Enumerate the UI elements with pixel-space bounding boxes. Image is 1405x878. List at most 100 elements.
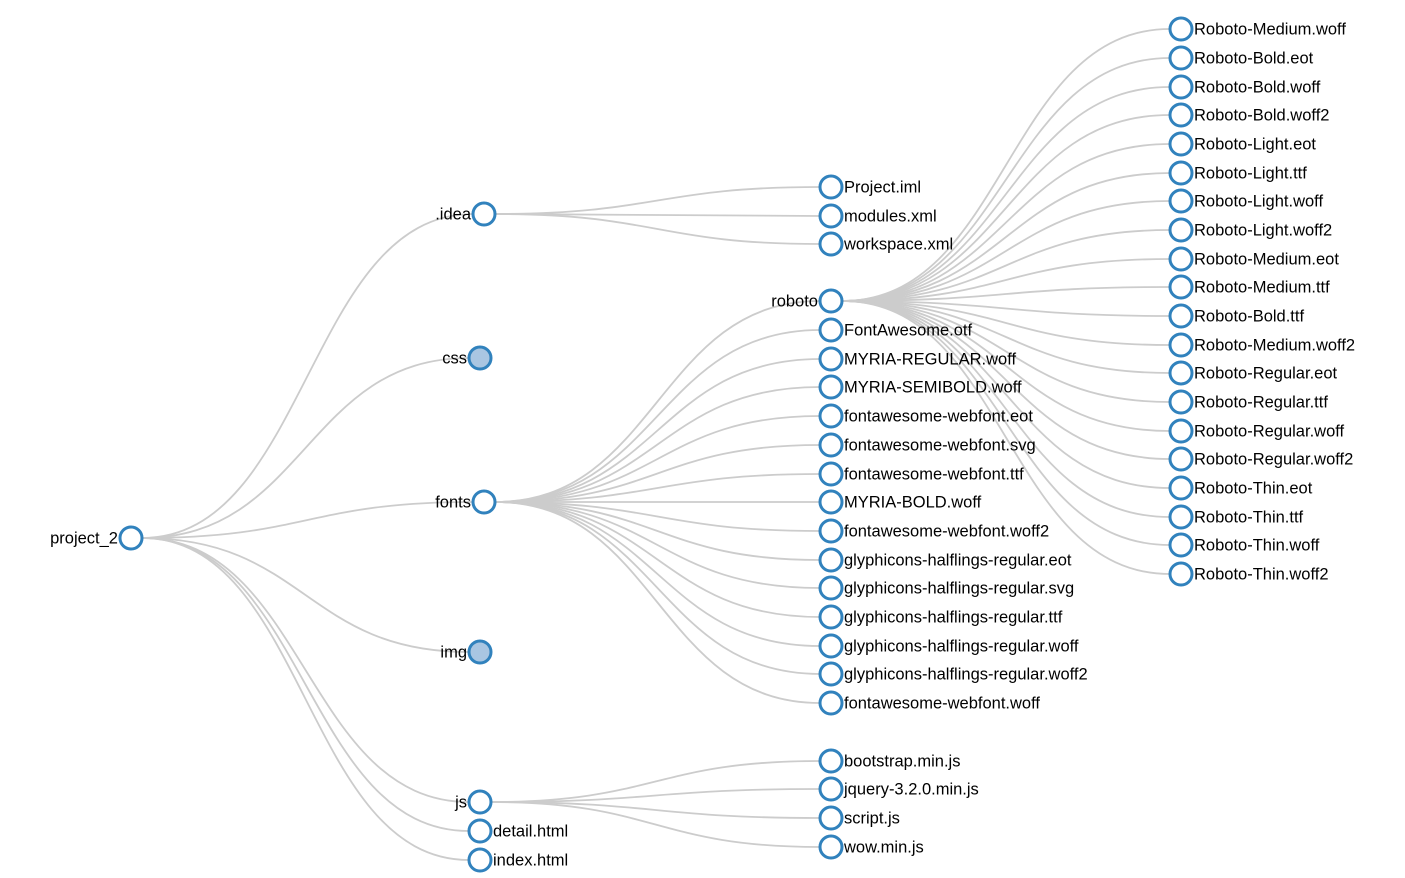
tree-node-fonts[interactable]: fonts (435, 489, 497, 515)
expanded-node-circle[interactable] (818, 748, 844, 774)
expanded-node-circle[interactable] (1168, 446, 1194, 472)
tree-node-fontawesome-webfont.woff2[interactable]: fontawesome-webfont.woff2 (818, 518, 1049, 544)
expanded-node-circle[interactable] (1168, 45, 1194, 71)
tree-node-FontAwesome.otf[interactable]: FontAwesome.otf (818, 317, 973, 343)
tree-node-Roboto-Regular.ttf[interactable]: Roboto-Regular.ttf (1168, 389, 1328, 415)
expanded-node-circle[interactable] (818, 547, 844, 573)
expanded-node-circle[interactable] (1168, 217, 1194, 243)
tree-node-Roboto-Bold.eot[interactable]: Roboto-Bold.eot (1168, 45, 1314, 71)
tree-node-Roboto-Thin.eot[interactable]: Roboto-Thin.eot (1168, 475, 1313, 501)
tree-node-bootstrap.min.js[interactable]: bootstrap.min.js (818, 748, 960, 774)
tree-node-jquery-3.2.0.min.js[interactable]: jquery-3.2.0.min.js (818, 776, 979, 802)
expanded-node-circle[interactable] (1168, 303, 1194, 329)
expanded-node-circle[interactable] (118, 525, 144, 551)
tree-node-img[interactable]: img (440, 639, 493, 665)
tree-node-fontawesome-webfont.eot[interactable]: fontawesome-webfont.eot (818, 403, 1033, 429)
tree-node-glyphicons-halflings-regular.svg[interactable]: glyphicons-halflings-regular.svg (818, 575, 1074, 601)
expanded-node-circle[interactable] (1168, 332, 1194, 358)
expanded-node-circle[interactable] (818, 461, 844, 487)
tree-node-Project.iml[interactable]: Project.iml (818, 174, 921, 200)
expanded-node-circle[interactable] (467, 789, 493, 815)
expanded-node-circle[interactable] (1168, 102, 1194, 128)
tree-node-Roboto-Medium.eot[interactable]: Roboto-Medium.eot (1168, 246, 1339, 272)
expanded-node-circle[interactable] (818, 575, 844, 601)
tree-node-Roboto-Medium.ttf[interactable]: Roboto-Medium.ttf (1168, 274, 1330, 300)
tree-node-Roboto-Light.woff[interactable]: Roboto-Light.woff (1168, 188, 1323, 214)
expanded-node-circle[interactable] (818, 432, 844, 458)
expanded-node-circle[interactable] (818, 489, 844, 515)
tree-node-Roboto-Regular.woff[interactable]: Roboto-Regular.woff (1168, 418, 1345, 444)
expanded-node-circle[interactable] (818, 518, 844, 544)
tree-node-idea[interactable]: .idea (435, 201, 497, 227)
tree-node-Roboto-Bold.woff2[interactable]: Roboto-Bold.woff2 (1168, 102, 1329, 128)
expanded-node-circle[interactable] (467, 847, 493, 873)
tree-node-script.js[interactable]: script.js (818, 805, 900, 831)
tree-node-Roboto-Thin.woff2[interactable]: Roboto-Thin.woff2 (1168, 561, 1329, 587)
expanded-node-circle[interactable] (471, 489, 497, 515)
expanded-node-circle[interactable] (1168, 246, 1194, 272)
expanded-node-circle[interactable] (1168, 561, 1194, 587)
tree-node-js[interactable]: js (454, 789, 493, 815)
tree-node-css[interactable]: css (442, 345, 493, 371)
tree-node-glyphicons-halflings-regular.ttf[interactable]: glyphicons-halflings-regular.ttf (818, 604, 1063, 630)
tree-node-glyphicons-halflings-regular.woff2[interactable]: glyphicons-halflings-regular.woff2 (818, 661, 1088, 687)
tree-node-Roboto-Bold.woff[interactable]: Roboto-Bold.woff (1168, 74, 1321, 100)
expanded-node-circle[interactable] (1168, 160, 1194, 186)
tree-node-glyphicons-halflings-regular.woff[interactable]: glyphicons-halflings-regular.woff (818, 633, 1079, 659)
collapsed-node-circle[interactable] (467, 345, 493, 371)
tree-node-project_2[interactable]: project_2 (50, 525, 144, 551)
expanded-node-circle[interactable] (471, 201, 497, 227)
expanded-node-circle[interactable] (818, 690, 844, 716)
tree-node-fontawesome-webfont.ttf[interactable]: fontawesome-webfont.ttf (818, 461, 1024, 487)
expanded-node-circle[interactable] (818, 403, 844, 429)
expanded-node-circle[interactable] (1168, 504, 1194, 530)
expanded-node-circle[interactable] (467, 818, 493, 844)
tree-node-index.html[interactable]: index.html (467, 847, 568, 873)
tree-node-Roboto-Thin.woff[interactable]: Roboto-Thin.woff (1168, 532, 1320, 558)
tree-node-roboto[interactable]: roboto (771, 288, 844, 314)
expanded-node-circle[interactable] (1168, 475, 1194, 501)
expanded-node-circle[interactable] (818, 288, 844, 314)
tree-node-detail.html[interactable]: detail.html (467, 818, 568, 844)
expanded-node-circle[interactable] (818, 661, 844, 687)
tree-node-MYRIA-SEMIBOLD.woff[interactable]: MYRIA-SEMIBOLD.woff (818, 374, 1022, 400)
tree-node-modules.xml[interactable]: modules.xml (818, 203, 937, 229)
tree-node-Roboto-Light.eot[interactable]: Roboto-Light.eot (1168, 131, 1316, 157)
expanded-node-circle[interactable] (818, 633, 844, 659)
expanded-node-circle[interactable] (818, 346, 844, 372)
expanded-node-circle[interactable] (818, 374, 844, 400)
expanded-node-circle[interactable] (818, 805, 844, 831)
tree-node-glyphicons-halflings-regular.eot[interactable]: glyphicons-halflings-regular.eot (818, 547, 1072, 573)
tree-node-MYRIA-REGULAR.woff[interactable]: MYRIA-REGULAR.woff (818, 346, 1016, 372)
collapsed-node-circle[interactable] (467, 639, 493, 665)
expanded-node-circle[interactable] (1168, 532, 1194, 558)
tree-node-Roboto-Light.ttf[interactable]: Roboto-Light.ttf (1168, 160, 1307, 186)
tree-node-fontawesome-webfont.svg[interactable]: fontawesome-webfont.svg (818, 432, 1036, 458)
tree-node-Roboto-Bold.ttf[interactable]: Roboto-Bold.ttf (1168, 303, 1304, 329)
expanded-node-circle[interactable] (1168, 131, 1194, 157)
expanded-node-circle[interactable] (1168, 418, 1194, 444)
tree-node-Roboto-Thin.ttf[interactable]: Roboto-Thin.ttf (1168, 504, 1304, 530)
expanded-node-circle[interactable] (818, 776, 844, 802)
expanded-node-circle[interactable] (1168, 274, 1194, 300)
tree-node-fontawesome-webfont.woff[interactable]: fontawesome-webfont.woff (818, 690, 1040, 716)
expanded-node-circle[interactable] (818, 317, 844, 343)
expanded-node-circle[interactable] (1168, 74, 1194, 100)
nodes-layer[interactable]: project_2 .idea css fonts img js detail.html in… (50, 16, 1355, 873)
expanded-node-circle[interactable] (1168, 16, 1194, 42)
tree-node-Roboto-Regular.woff2[interactable]: Roboto-Regular.woff2 (1168, 446, 1353, 472)
expanded-node-circle[interactable] (1168, 389, 1194, 415)
expanded-node-circle[interactable] (818, 174, 844, 200)
tree-node-wow.min.js[interactable]: wow.min.js (818, 834, 924, 860)
tree-node-Roboto-Light.woff2[interactable]: Roboto-Light.woff2 (1168, 217, 1332, 243)
tree-node-Roboto-Medium.woff[interactable]: Roboto-Medium.woff (1168, 16, 1346, 42)
tree-node-Roboto-Medium.woff2[interactable]: Roboto-Medium.woff2 (1168, 332, 1355, 358)
expanded-node-circle[interactable] (1168, 360, 1194, 386)
expanded-node-circle[interactable] (818, 604, 844, 630)
expanded-node-circle[interactable] (818, 231, 844, 257)
tree-node-Roboto-Regular.eot[interactable]: Roboto-Regular.eot (1168, 360, 1338, 386)
expanded-node-circle[interactable] (818, 834, 844, 860)
expanded-node-circle[interactable] (818, 203, 844, 229)
tree-node-workspace.xml[interactable]: workspace.xml (818, 231, 953, 257)
